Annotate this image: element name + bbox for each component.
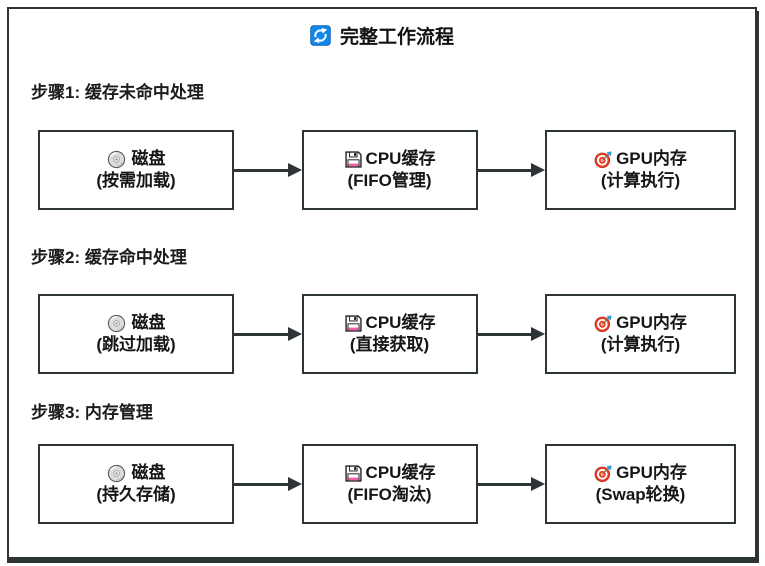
node-disk-2: 磁盘 (跳过加载) <box>38 294 234 374</box>
node-subtitle: (FIFO管理) <box>347 171 432 190</box>
node-gpu-memory-2: GPU内存 (计算执行) <box>545 294 736 374</box>
node-title: GPU内存 <box>616 313 687 332</box>
node-title: CPU缓存 <box>365 463 436 482</box>
node-subtitle: (按需加载) <box>96 171 176 190</box>
cd-icon <box>107 314 126 333</box>
step-2-label: 步骤2: 缓存命中处理 <box>31 248 187 267</box>
node-subtitle: (计算执行) <box>600 171 681 190</box>
node-cpu-cache-3: CPU缓存 (FIFO淘汰) <box>301 444 478 524</box>
node-cpu-cache-1: CPU缓存 (FIFO管理) <box>301 130 478 210</box>
flow-row-2: 磁盘 (跳过加载) CPU缓存 (直接获取) GPU内存 (计算执行) <box>9 294 755 374</box>
floppy-icon <box>344 314 363 333</box>
diagram-title-text: 完整工作流程 <box>339 27 454 48</box>
cd-icon <box>107 464 126 483</box>
arrow-right-icon <box>477 332 531 336</box>
diagram-frame: 完整工作流程 步骤1: 缓存未命中处理 磁盘 (按需加载) CPU缓存 (FIF… <box>7 7 757 559</box>
node-title: 磁盘 <box>131 313 166 332</box>
node-title: 磁盘 <box>131 463 166 482</box>
node-subtitle: (Swap轮换) <box>595 485 686 504</box>
flow-row-3: 磁盘 (持久存储) CPU缓存 (FIFO淘汰) GPU内存 (Swap轮换) <box>9 444 755 524</box>
floppy-icon <box>344 464 363 483</box>
step-section-1: 步骤1: 缓存未命中处理 磁盘 (按需加载) CPU缓存 (FIFO管理) <box>9 82 755 210</box>
cd-icon <box>107 150 126 169</box>
target-icon <box>594 464 613 483</box>
node-title: GPU内存 <box>616 463 687 482</box>
node-disk-1: 磁盘 (按需加载) <box>38 130 234 210</box>
step-1-label: 步骤1: 缓存未命中处理 <box>31 83 204 102</box>
flow-row-1: 磁盘 (按需加载) CPU缓存 (FIFO管理) GPU内存 (计算执行) <box>9 130 755 210</box>
sync-icon <box>310 25 331 46</box>
node-subtitle: (跳过加载) <box>96 335 176 354</box>
node-title: CPU缓存 <box>365 149 436 168</box>
arrow-right-icon <box>477 482 531 486</box>
diagram-title: 完整工作流程 <box>9 9 755 49</box>
node-gpu-memory-3: GPU内存 (Swap轮换) <box>545 444 736 524</box>
arrow-right-icon <box>234 168 288 172</box>
arrow-right-icon <box>477 168 531 172</box>
node-title: 磁盘 <box>131 149 166 168</box>
node-cpu-cache-2: CPU缓存 (直接获取) <box>301 294 478 374</box>
node-subtitle: (持久存储) <box>96 485 176 504</box>
node-subtitle: (计算执行) <box>600 335 681 354</box>
floppy-icon <box>344 150 363 169</box>
arrow-right-icon <box>234 482 288 486</box>
target-icon <box>594 150 613 169</box>
step-3-label: 步骤3: 内存管理 <box>31 403 153 422</box>
node-title: CPU缓存 <box>365 313 436 332</box>
target-icon <box>594 314 613 333</box>
node-subtitle: (FIFO淘汰) <box>347 485 432 504</box>
node-disk-3: 磁盘 (持久存储) <box>38 444 234 524</box>
node-title: GPU内存 <box>616 149 687 168</box>
node-gpu-memory-1: GPU内存 (计算执行) <box>545 130 736 210</box>
step-section-2: 步骤2: 缓存命中处理 磁盘 (跳过加载) CPU缓存 (直接获取) <box>9 247 755 374</box>
step-section-3: 步骤3: 内存管理 磁盘 (持久存储) CPU缓存 (FIFO淘汰) <box>9 402 755 524</box>
arrow-right-icon <box>234 332 288 336</box>
node-subtitle: (直接获取) <box>349 335 430 354</box>
